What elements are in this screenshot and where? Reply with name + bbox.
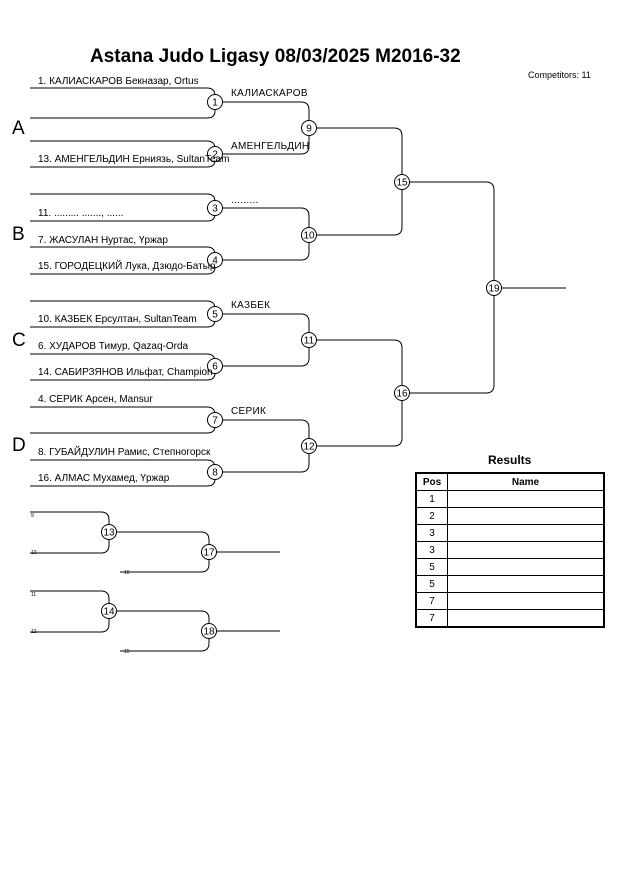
result-name [447,541,605,559]
match-number-circle: 19 [486,280,502,296]
result-pos: 3 [415,541,448,559]
winner-match-3: ......... [231,195,259,206]
match-number-circle: 11 [301,332,317,348]
page-title: Astana Judo Ligasy 08/03/2025 M2016-32 [90,46,461,67]
entry-15: 15. ГОРОДЕЦКИЙ Лука, Дзюдо-Батыр [38,261,216,272]
entry-16: 16. АЛМАС Мухамед, Үржар [38,473,170,484]
match-number-circle: 5 [207,306,223,322]
match-number: 18 [203,627,215,638]
match-number: 2 [212,150,218,161]
winner-match-2: АМЕНГЕЛЬДИН [231,141,310,152]
repechage-label: 16 [124,570,130,576]
match-number: 14 [103,607,115,618]
repechage-label: 12 [31,629,37,635]
results-row: 1 [415,490,605,508]
repechage-label: 10 [31,550,37,556]
match-number: 5 [212,310,218,321]
match-number: 11 [304,336,315,347]
match-number-circle: 12 [301,438,317,454]
results-col-pos: Pos [415,472,448,491]
entry-4: 4. СЕРИК Арсен, Mansur [38,394,153,405]
result-pos: 5 [415,575,448,593]
winner-match-5: КАЗБЕК [231,300,271,311]
results-title: Results [488,453,532,467]
match-number: 3 [212,204,218,215]
repechage-label: 11 [31,592,37,598]
entry-14: 14. САБИРЗЯНОВ Ильфат, Champion [38,367,213,378]
result-name [447,507,605,525]
match-number-circle: 4 [207,252,223,268]
match-number: 13 [103,528,115,539]
repechage-label: 15 [124,649,130,655]
entry-7: 7. ЖАСУЛАН Нуртас, Үржар [38,235,168,246]
pool-label-a: A [12,118,25,139]
match-number: 12 [303,442,315,453]
entry-13: 13. АМЕНГЕЛЬДИН Ерниязь, SultanTeam [38,154,230,165]
competitors-count: Competitors: 11 [528,70,591,80]
result-pos: 3 [415,524,448,542]
entry-6: 6. ХУДАРОВ Тимур, Qazaq-Orda [38,341,189,352]
repechage-label: 9 [31,513,34,519]
match-number-circle: 18 [201,623,217,639]
result-name [447,575,605,593]
match-number: 17 [203,548,215,559]
pool-label-b: B [12,224,25,245]
result-name [447,609,605,628]
match-number: 8 [212,468,218,479]
match-number-circle: 8 [207,464,223,480]
match-number-circle: 3 [207,200,223,216]
match-number: 10 [303,231,315,242]
match-number: 1 [212,98,218,109]
match-number: 15 [396,178,408,189]
entry-10: 10. КАЗБЕК Ерсултан, SultanTeam [38,314,197,325]
match-number: 7 [212,416,218,427]
match-number: 4 [212,256,218,267]
match-number-circle: 16 [394,385,410,401]
results-row: 5 [415,575,605,593]
match-number-circle: 17 [201,544,217,560]
match-number: 19 [488,284,500,295]
match-number-circle: 2 [207,146,223,162]
result-pos: 7 [415,592,448,610]
entry-1: 1. КАЛИАСКАРОВ Бекназар, Ortus [38,76,199,87]
match-number-circle: 9 [301,120,317,136]
result-name [447,490,605,508]
results-row: 7 [415,592,605,610]
result-name [447,592,605,610]
match-number: 9 [306,124,312,135]
pool-label-d: D [12,435,26,456]
match-number-circle: 15 [394,174,410,190]
match-number-circle: 14 [101,603,117,619]
match-number-circle: 7 [207,412,223,428]
result-pos: 7 [415,609,448,628]
match-number-circle: 1 [207,94,223,110]
winner-match-1: КАЛИАСКАРОВ [231,88,308,99]
result-name [447,524,605,542]
match-number: 16 [396,389,408,400]
result-pos: 2 [415,507,448,525]
match-number-circle: 6 [207,358,223,374]
match-number-circle: 13 [101,524,117,540]
results-row: 3 [415,524,605,542]
match-number-circle: 10 [301,227,317,243]
results-row: 2 [415,507,605,525]
winner-match-7: СЕРИК [231,406,267,417]
result-name [447,558,605,576]
results-row: 3 [415,541,605,559]
pool-label-c: C [12,330,26,351]
result-pos: 1 [415,490,448,508]
results-header-row: Pos Name [415,472,605,491]
results-table: Pos Name 1 2 3 3 5 5 7 7 [415,472,605,628]
entry-11: 11. ......... ......., ...... [38,208,124,219]
results-row: 5 [415,558,605,576]
results-row: 7 [415,609,605,628]
results-col-name: Name [447,472,605,491]
match-number: 6 [212,362,218,373]
result-pos: 5 [415,558,448,576]
entry-8: 8. ГУБАЙДУЛИН Рамис, Степногорск [38,447,211,458]
